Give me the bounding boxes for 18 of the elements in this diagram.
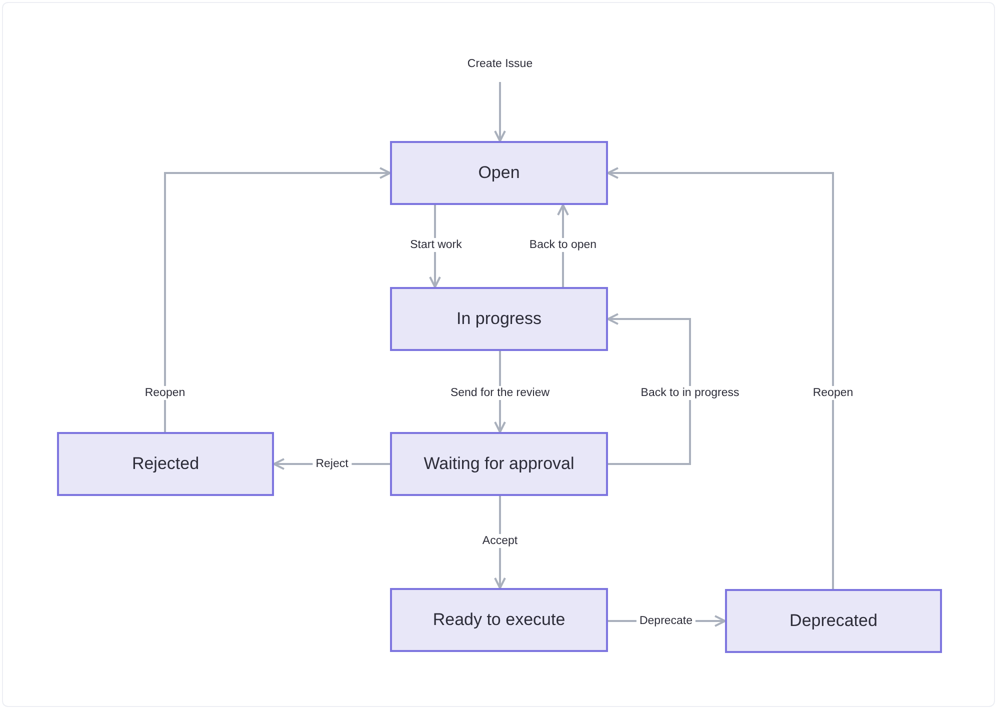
state-name: Open: [478, 163, 520, 183]
state-box: [390, 287, 608, 351]
state-box: [390, 588, 608, 652]
state-name: Deprecated: [790, 611, 878, 631]
arrow: [164, 167, 391, 432]
state-box: [725, 589, 942, 653]
state-box: [390, 432, 608, 496]
arrow: [607, 313, 691, 465]
edge-label: Reject: [312, 457, 352, 471]
state-box: [57, 432, 274, 496]
arrow: [607, 167, 834, 589]
state-name: Waiting for approval: [424, 454, 574, 474]
arrow: [494, 82, 506, 142]
state-name: Ready to execute: [432, 610, 566, 630]
state-box: [390, 141, 608, 205]
edge-label: Deprecate: [636, 614, 696, 628]
state-name: Rejected: [132, 454, 200, 474]
state-name: In progress: [456, 309, 542, 329]
